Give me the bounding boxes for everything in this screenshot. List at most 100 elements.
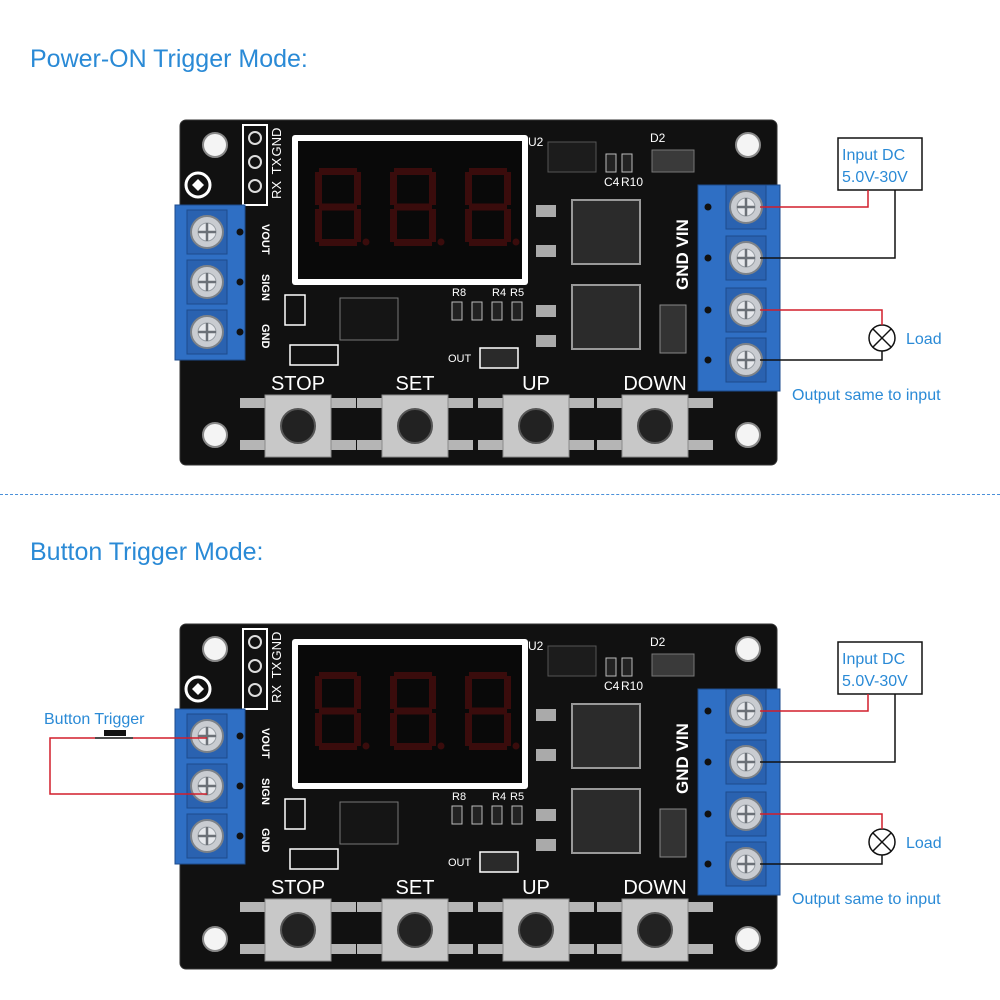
logo-icon-mark bbox=[192, 683, 204, 695]
chip-u2 bbox=[547, 141, 597, 173]
input-box bbox=[837, 641, 923, 695]
left-terminal-hole bbox=[236, 732, 244, 740]
digit-segment bbox=[394, 239, 432, 246]
header-pin-label: TX bbox=[269, 661, 284, 678]
left-terminal-hole bbox=[236, 228, 244, 236]
header-outline bbox=[242, 628, 268, 710]
header-pin bbox=[248, 179, 262, 193]
part-label-c4: C4 bbox=[604, 679, 620, 693]
digit-segment bbox=[354, 172, 361, 205]
smd-component bbox=[605, 153, 617, 173]
header-pin bbox=[248, 131, 262, 145]
tactile-switch-cap bbox=[397, 912, 433, 948]
digit-segment bbox=[504, 676, 511, 709]
digit-segment bbox=[390, 713, 397, 746]
digit-segment bbox=[504, 713, 511, 746]
digit-segment bbox=[390, 676, 397, 709]
digit-segment bbox=[319, 239, 357, 246]
section-title-button: Button Trigger Mode: bbox=[30, 538, 264, 566]
smd-outline bbox=[289, 848, 339, 870]
mosfet-pad bbox=[536, 809, 556, 821]
left-terminal-hole bbox=[236, 278, 244, 286]
mounting-hole bbox=[202, 422, 228, 448]
section-divider bbox=[0, 494, 1000, 495]
switch-icon-button bbox=[104, 730, 126, 736]
digit-segment bbox=[469, 707, 507, 715]
digit-segment bbox=[465, 172, 472, 205]
wire-input-positive bbox=[760, 190, 869, 208]
button-label: STOP bbox=[271, 373, 325, 395]
digit-segment bbox=[319, 707, 357, 715]
smd-component bbox=[605, 657, 617, 677]
part-label-u2: U2 bbox=[528, 639, 544, 653]
load-lamp-icon-cross bbox=[872, 832, 892, 852]
header-pin-label: TX bbox=[269, 157, 284, 174]
wire-output-positive bbox=[760, 813, 883, 829]
tactile-switch-cap bbox=[280, 408, 316, 444]
left-terminal-label: SIGN bbox=[259, 274, 271, 301]
left-terminal-label: GND bbox=[259, 828, 271, 853]
right-terminal-hole bbox=[704, 306, 712, 314]
header-pin-label: RX bbox=[269, 685, 284, 703]
header-pin bbox=[248, 155, 262, 169]
output-label: Output same to input bbox=[792, 891, 941, 908]
smd-component bbox=[511, 805, 523, 825]
trigger-label: Button Trigger bbox=[44, 711, 145, 728]
smd-component bbox=[491, 805, 503, 825]
digit-segment bbox=[319, 203, 357, 211]
digit-dot bbox=[512, 742, 520, 750]
load-lamp-icon-cross bbox=[872, 328, 892, 348]
part-label-u2: U2 bbox=[528, 135, 544, 149]
digit-segment bbox=[390, 172, 397, 205]
diode-d2 bbox=[651, 653, 695, 677]
left-terminal-hole bbox=[236, 832, 244, 840]
part-label-r10: R10 bbox=[621, 175, 643, 189]
mounting-hole bbox=[202, 132, 228, 158]
wire-output-ground bbox=[760, 351, 883, 361]
digit-segment bbox=[469, 743, 507, 750]
load-label: Load bbox=[906, 835, 942, 852]
digit-segment bbox=[394, 672, 432, 679]
part-label-c4: C4 bbox=[604, 175, 620, 189]
digit-segment bbox=[315, 172, 322, 205]
digit-dot bbox=[437, 742, 445, 750]
mosfet-top bbox=[571, 199, 641, 265]
tactile-switch-cap bbox=[518, 408, 554, 444]
smd-component bbox=[451, 301, 463, 321]
right-terminal-hole bbox=[704, 254, 712, 262]
diode-side bbox=[659, 304, 687, 354]
tactile-switch-cap bbox=[397, 408, 433, 444]
right-terminal-hole bbox=[704, 810, 712, 818]
mounting-hole bbox=[202, 926, 228, 952]
digit-segment bbox=[394, 743, 432, 750]
part-label-d2: D2 bbox=[650, 131, 666, 145]
header-pin bbox=[248, 635, 262, 649]
mosfet-pad bbox=[536, 205, 556, 217]
mosfet-bottom bbox=[571, 788, 641, 854]
button-label: STOP bbox=[271, 877, 325, 899]
mosfet-pad bbox=[536, 245, 556, 257]
out-led bbox=[479, 851, 519, 873]
input-label-line1: Input DC bbox=[842, 651, 905, 668]
right-terminal-label: GND VIN bbox=[673, 219, 692, 290]
digit-segment bbox=[504, 172, 511, 205]
out-led bbox=[479, 347, 519, 369]
digit-segment bbox=[429, 676, 436, 709]
header-pin-label: GND bbox=[269, 128, 284, 157]
left-terminal-label: GND bbox=[259, 324, 271, 349]
wire-input-ground bbox=[760, 694, 896, 763]
mounting-hole bbox=[735, 636, 761, 662]
mounting-hole bbox=[735, 132, 761, 158]
digit-segment bbox=[394, 168, 432, 175]
part-label-r4: R4 bbox=[492, 791, 506, 803]
digit-dot bbox=[362, 238, 370, 246]
digit-segment bbox=[354, 676, 361, 709]
wire-input-ground bbox=[760, 190, 896, 259]
diode-side bbox=[659, 808, 687, 858]
